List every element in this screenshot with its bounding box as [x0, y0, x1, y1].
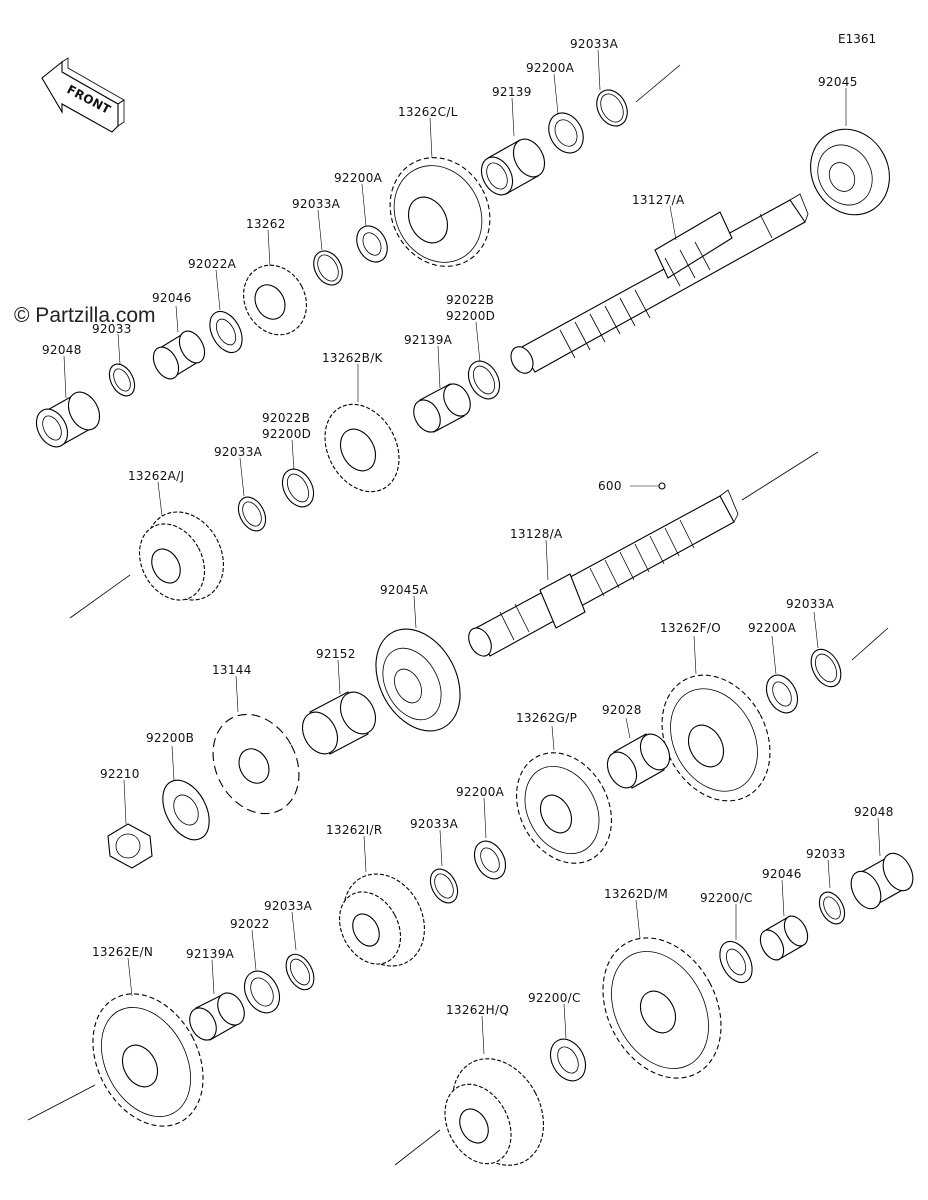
label-92200C: 92200/C [700, 891, 753, 905]
label-92048: 92048 [42, 343, 82, 357]
leader-lines [63, 49, 881, 1055]
shaft-13128 [468, 482, 739, 657]
nut-92210 [107, 823, 153, 869]
washer-92022B-92200D-2 [281, 468, 315, 508]
collar-92048 [35, 391, 101, 448]
label-13262FO: 13262F/O [660, 621, 721, 635]
sprocket-13144 [212, 713, 300, 815]
gear-13262IR [338, 873, 425, 967]
label-92022B: 92022B [446, 293, 494, 307]
needle-bearing-92046 [152, 330, 206, 380]
watermark: © Partzilla.com [14, 304, 156, 327]
washer-92022B-92200D [467, 360, 501, 400]
washer-92200C-2 [549, 1038, 587, 1082]
label-92210: 92210 [100, 767, 140, 781]
label-92033A-5: 92033A [410, 817, 459, 831]
washer-92200A-4 [765, 674, 799, 714]
label-13144: 13144 [212, 663, 252, 677]
circlip-92033A-4 [810, 648, 842, 688]
washer-92200A-5 [473, 840, 507, 880]
label-92033A-3: 92033A [214, 445, 263, 459]
label-92033-2: 92033 [806, 847, 846, 861]
gear-13262EN [92, 993, 204, 1127]
axis-lines [27, 64, 889, 1166]
label-92139A-2: 92139A [186, 947, 235, 961]
label-92048-2: 92048 [854, 805, 894, 819]
needle-bearing-92028 [606, 733, 671, 789]
label-92200D-2: 92200D [262, 427, 311, 441]
bearing-92045A [375, 628, 461, 732]
label-13262HQ: 13262H/Q [446, 1003, 509, 1017]
gear-13262CL [389, 157, 491, 267]
label-92045: 92045 [818, 75, 858, 89]
shaft-13127 [510, 193, 809, 374]
label-92033A-6: 92033A [264, 899, 313, 913]
label-13262: 13262 [246, 217, 286, 231]
label-13262AJ: 13262A/J [128, 469, 184, 483]
gear-13262GP [516, 752, 612, 864]
label-92033A-4: 92033A [786, 597, 835, 611]
label-13262BK: 13262B/K [322, 351, 384, 365]
label-92046-2: 92046 [762, 867, 802, 881]
washer-92200A [548, 112, 584, 154]
label-92022A: 92022A [188, 257, 237, 271]
label-92200D: 92200D [446, 309, 495, 323]
front-arrow-icon: FRONT [41, 57, 125, 133]
label-92022B-2: 92022B [262, 411, 310, 425]
collar-92152 [301, 691, 377, 755]
label-92022: 92022 [230, 917, 270, 931]
label-92200A-5: 92200A [456, 785, 505, 799]
needle-bearing-92046-2 [759, 915, 809, 961]
circlip-92033-2 [818, 891, 846, 925]
washer-92200A-2 [356, 225, 388, 263]
label-13262CL: 13262C/L [398, 105, 458, 119]
washer-92022A [209, 310, 243, 354]
label-13262DM: 13262D/M [604, 887, 668, 901]
shaft-pin-icon [658, 482, 666, 490]
diagram-code: E1361 [838, 32, 876, 46]
gear-13262HQ [444, 1058, 545, 1166]
label-92139A: 92139A [404, 333, 453, 347]
washer-92022 [243, 970, 281, 1014]
needle-bearing-92139 [480, 138, 546, 196]
circlip-92033A [596, 89, 628, 127]
label-92200A-2: 92200A [334, 171, 383, 185]
gear-13262DM [602, 937, 722, 1079]
circlip-92033A-2 [313, 250, 343, 286]
label-92152: 92152 [316, 647, 356, 661]
label-13262GP: 13262G/P [516, 711, 577, 725]
label-92033: 92033 [92, 322, 132, 336]
label-92046: 92046 [152, 291, 192, 305]
circlip-92033A-6 [285, 953, 315, 991]
washer-92200B [162, 779, 210, 841]
label-92200A: 92200A [526, 61, 575, 75]
label-92200C-2: 92200/C [528, 991, 581, 1005]
label-92028: 92028 [602, 703, 642, 717]
collar-92048-2 [850, 852, 914, 910]
gear-13262 [243, 264, 307, 336]
gear-13262AJ [138, 511, 224, 601]
label-92033A: 92033A [570, 37, 619, 51]
circlip-92033A-3 [237, 496, 267, 532]
label-13127A: 13127/A [632, 193, 685, 207]
washer-92200C [719, 940, 753, 984]
label-92200B: 92200B [146, 731, 194, 745]
gear-13262BK [324, 403, 400, 493]
label-13262EN: 13262E/N [92, 945, 153, 959]
label-13262IR: 13262I/R [326, 823, 383, 837]
label-600: 600 [598, 479, 622, 493]
circlip-92033A-5 [429, 868, 459, 904]
gear-13262FO [661, 674, 771, 802]
label-13128A: 13128/A [510, 527, 563, 541]
circlip-92033 [108, 363, 136, 397]
label-92033A-2: 92033A [292, 197, 341, 211]
label-92045A: 92045A [380, 583, 429, 597]
part-labels: 92033A 92200A 92139 92045 13262C/L 13127… [42, 37, 894, 1017]
bushing-92139A-2 [189, 992, 245, 1041]
label-92200A-4: 92200A [748, 621, 797, 635]
bushing-92139A [413, 383, 471, 433]
label-92139: 92139 [492, 85, 532, 99]
bearing-92045 [810, 128, 890, 216]
